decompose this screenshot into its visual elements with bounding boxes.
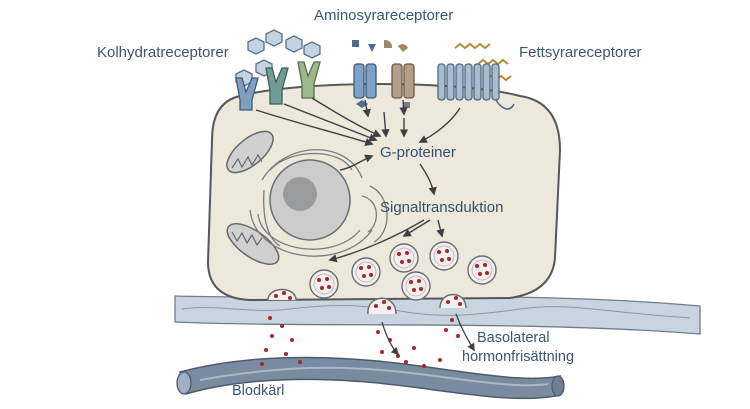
- amino-channel-brown: [391, 63, 415, 99]
- carb-receptor-green: [297, 61, 321, 99]
- mitochondrion-upper: [226, 130, 274, 174]
- nucleus: [249, 149, 388, 257]
- label-g-proteins: G-proteiner: [380, 144, 456, 161]
- amino-channel-blue: [353, 63, 377, 99]
- label-carbohydrate-receptors: Kolhydratreceptorer: [97, 44, 229, 61]
- release-arrows: [381, 313, 475, 356]
- label-fatty-acid-receptors: Fettsyrareceptorer: [519, 44, 642, 61]
- exocytosis-vesicle: [367, 297, 397, 315]
- granule: [389, 243, 419, 273]
- granule: [309, 269, 339, 299]
- granule: [429, 241, 459, 271]
- exocytosis-vesicle: [267, 288, 297, 301]
- carb-receptor-blue: [235, 77, 259, 111]
- basal-membrane: [174, 295, 701, 335]
- exocytosis-sites: [267, 288, 467, 315]
- blood-vessel: [176, 356, 565, 400]
- carbohydrate-receptors: [235, 29, 321, 111]
- signal-arrows: [255, 97, 461, 263]
- label-amino-acid-receptors: Aminosyrareceptorer: [314, 7, 454, 24]
- exocytosis-vesicle: [439, 293, 467, 309]
- granule: [401, 271, 431, 301]
- amino-acid-receptors: [352, 39, 415, 108]
- fatty-acid-receptor: [437, 42, 515, 110]
- secretory-granules: [309, 241, 497, 301]
- label-signal-transduction: Signaltransduktion: [380, 199, 504, 216]
- label-basolateral-release-line1: Basolateral: [477, 330, 550, 346]
- granule: [351, 257, 381, 287]
- granule: [467, 255, 497, 285]
- label-basolateral-release-line2: hormonfrisättning: [462, 349, 575, 365]
- carb-receptor-teal: [265, 67, 289, 105]
- gpcr-helices: [437, 63, 500, 101]
- label-blood-vessel: Blodkärl: [232, 383, 285, 399]
